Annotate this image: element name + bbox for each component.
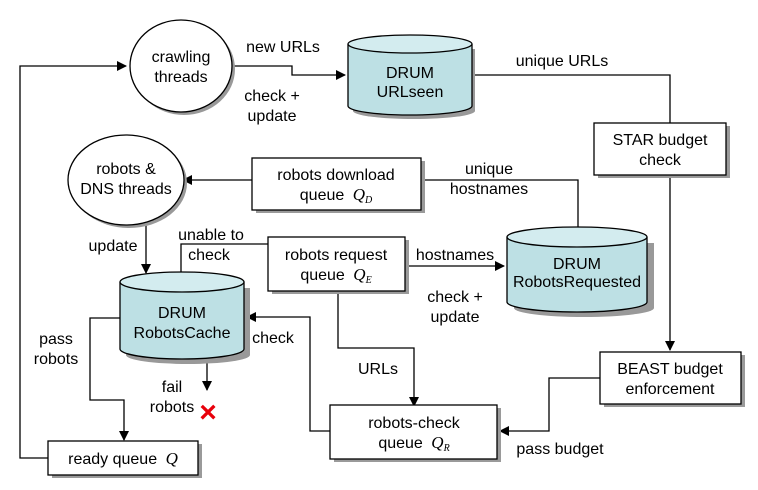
- node-ready-queue: ready queue Q: [47, 440, 202, 478]
- node-beast-budget-enforcement: BEAST budget enforcement: [599, 351, 745, 407]
- edge-unique-hostnames: [421, 179, 579, 232]
- edge-unable-to-check: [180, 243, 268, 273]
- label-check-update-2: check +: [427, 289, 483, 306]
- label-new-urls: new URLs: [246, 39, 320, 56]
- node-robots-check-queue: robots-check queue QR: [329, 404, 501, 462]
- label-check: check: [252, 330, 295, 347]
- label-unable-to-check-b: check: [188, 247, 231, 264]
- node-label: queue QE: [300, 265, 371, 286]
- label-pass-robots-b: robots: [34, 351, 78, 368]
- node-label: DRUM: [158, 305, 206, 322]
- label-update: update: [89, 238, 138, 255]
- label-check-update-1: check +: [244, 88, 300, 105]
- node-robots-dns-threads: robots & DNS threads: [67, 134, 187, 228]
- node-label: DRUM: [386, 65, 434, 82]
- node-label: queue QR: [378, 433, 449, 454]
- node-drum-urlseen: DRUM URLseen: [347, 34, 475, 119]
- node-label: robots download: [277, 167, 394, 184]
- label-check-update-1b: update: [248, 108, 297, 125]
- reject-x-icon: ×: [199, 396, 217, 429]
- node-label: DNS threads: [80, 181, 172, 198]
- edge-unique-urls: [472, 74, 671, 123]
- node-label: RobotsRequested: [513, 274, 641, 291]
- label-unique-hostnames: unique: [465, 161, 513, 178]
- node-label: robots-check: [368, 415, 461, 432]
- node-label: URLseen: [377, 84, 444, 101]
- edge-urls: [337, 292, 419, 407]
- label-check-update-2b: update: [431, 309, 480, 326]
- edge-new-urls: [232, 65, 346, 80]
- edge-ready-to-crawling: [19, 61, 127, 459]
- node-label: ready queue Q: [68, 449, 178, 468]
- label-unique-urls: unique URLs: [516, 53, 609, 70]
- node-label: BEAST budget: [617, 361, 723, 378]
- node-drum-robots-requested: DRUM RobotsRequested: [506, 226, 654, 317]
- edge-check: [246, 312, 330, 432]
- node-drum-robots-cache: DRUM RobotsCache: [119, 271, 250, 364]
- label-fail-robots: fail: [162, 379, 182, 396]
- node-robots-request-queue: robots request queue QE: [267, 236, 409, 294]
- label-fail-robots-b: robots: [150, 399, 194, 416]
- node-label: robots request: [285, 247, 388, 264]
- node-label: STAR budget: [613, 132, 708, 149]
- node-label: RobotsCache: [134, 325, 231, 342]
- label-hostnames: hostnames: [416, 247, 494, 264]
- edge-pass-robots: [89, 317, 129, 441]
- node-label: check: [639, 152, 682, 169]
- label-unique-hostnames-b: hostnames: [450, 181, 528, 198]
- node-label: threads: [154, 69, 207, 86]
- label-unable-to-check: unable to: [178, 227, 244, 244]
- label-urls: URLs: [358, 361, 398, 378]
- node-label: robots &: [96, 161, 156, 178]
- node-label: queue QD: [300, 185, 373, 206]
- node-star-budget-check: STAR budget check: [593, 122, 730, 178]
- edge-pass-budget: [499, 377, 600, 436]
- node-crawling-threads: crawling threads: [129, 19, 235, 115]
- label-pass-robots: pass: [39, 331, 73, 348]
- node-label: enforcement: [626, 381, 715, 398]
- node-robots-download-queue: robots download queue QD: [251, 157, 425, 213]
- node-label: DRUM: [553, 256, 601, 273]
- node-label: crawling: [152, 49, 211, 66]
- label-pass-budget: pass budget: [516, 441, 604, 458]
